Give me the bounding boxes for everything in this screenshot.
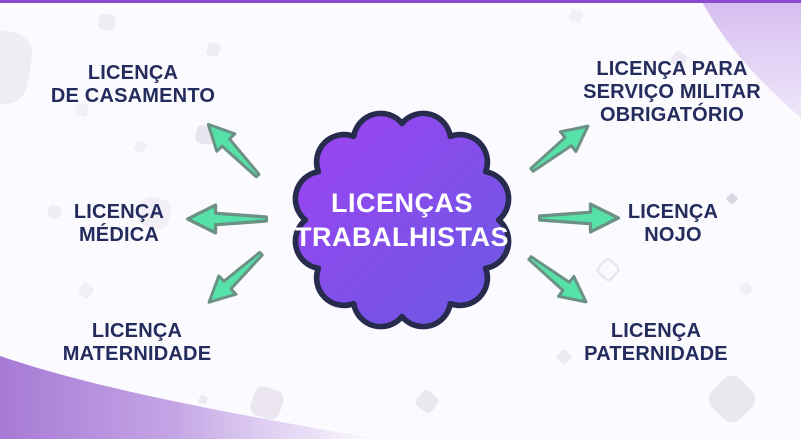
center-cloud-shape [292, 110, 512, 330]
arrow-to-servico-militar [529, 124, 590, 173]
node-nojo-line2: NOJO [644, 224, 702, 246]
node-maternidade-line2: MATERNIDADE [62, 343, 212, 365]
node-paternidade-line2: PATERNIDADE [584, 343, 728, 365]
node-label-nojo: LICENÇA NOJO [628, 201, 718, 247]
node-label-servico-militar: LICENÇA PARA SERVIÇO MILITAR OBRIGATÓRIO [583, 58, 761, 127]
node-label-maternidade: LICENÇA MATERNIDADE [63, 320, 212, 366]
node-medica-line1: LICENÇA [73, 201, 165, 223]
center-title: LICENÇAS TRABALHISTAS [272, 186, 532, 254]
arrow-to-maternidade [207, 250, 264, 304]
node-militar-line3: OBRIGATÓRIO [599, 104, 745, 126]
center-title-line2: TRABALHISTAS [295, 222, 509, 252]
center-title-line1: LICENÇAS [330, 188, 473, 218]
corner-wave-top-right [701, 0, 801, 118]
top-accent-bar [0, 0, 801, 3]
corner-wave-bottom-left [0, 356, 377, 439]
node-label-paternidade: LICENÇA PATERNIDADE [584, 320, 728, 366]
arrow-to-paternidade [527, 255, 588, 304]
node-label-medica: LICENÇA MÉDICA [74, 201, 164, 247]
node-casamento-line1: LICENÇA [87, 62, 179, 84]
node-medica-line2: MÉDICA [78, 224, 160, 246]
node-casamento-line2: DE CASAMENTO [50, 85, 216, 107]
node-nojo-line1: LICENÇA [627, 201, 719, 223]
node-maternidade-line1: LICENÇA [91, 320, 183, 342]
node-label-casamento: LICENÇA DE CASAMENTO [51, 62, 215, 108]
node-militar-line2: SERVIÇO MILITAR [583, 81, 761, 103]
node-paternidade-line1: LICENÇA [610, 320, 702, 342]
arrow-to-medica [186, 203, 268, 235]
node-militar-line1: LICENÇA PARA [596, 58, 748, 80]
arrow-to-casamento [206, 122, 261, 179]
arrow-to-nojo [538, 202, 620, 234]
confetti-shapes [0, 9, 756, 423]
